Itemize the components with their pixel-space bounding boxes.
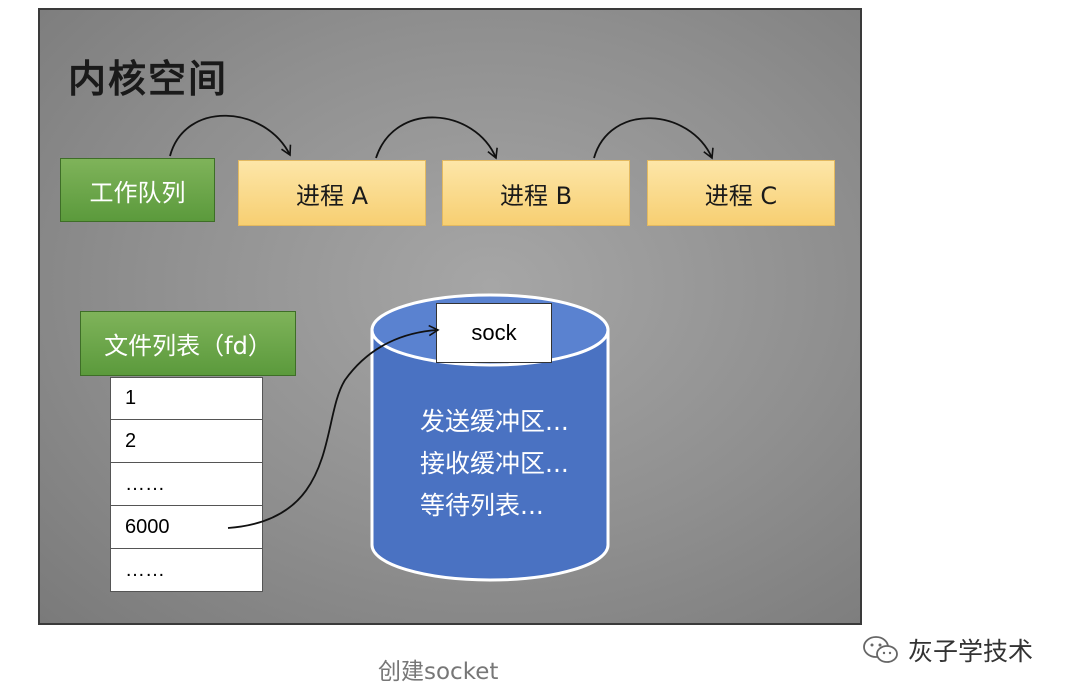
arrow-a-to-b — [375, 116, 498, 160]
work-queue-box: 工作队列 — [60, 158, 215, 222]
figure-caption: 创建socket — [378, 659, 499, 685]
fd-table-header: 文件列表（fd） — [80, 311, 296, 376]
brand-watermark: 灰子学技术 — [862, 632, 1033, 668]
fd-row: 2 — [110, 420, 263, 463]
socket-cylinder-body — [370, 328, 610, 582]
send-buffer-label: 发送缓冲区... — [420, 407, 569, 436]
arrow-b-to-c — [593, 117, 714, 160]
sock-box: sock — [436, 303, 552, 363]
wechat-icon — [863, 636, 898, 663]
kernel-space-title: 内核空间 — [68, 57, 229, 101]
process-b-box: 进程 B — [442, 160, 630, 226]
arrow-fd-to-sock — [227, 324, 440, 529]
process-c-box: 进程 C — [647, 160, 835, 226]
fd-row: …… — [110, 463, 263, 506]
process-a-box: 进程 A — [238, 160, 426, 226]
wait-list-label: 等待列表... — [420, 491, 544, 520]
brand-name: 灰子学技术 — [908, 637, 1034, 666]
fd-row: …… — [110, 549, 263, 592]
fd-table: 1 2 …… 6000 …… — [110, 377, 263, 592]
arrow-queue-to-a — [169, 114, 292, 157]
receive-buffer-label: 接收缓冲区... — [420, 449, 569, 478]
fd-row: 1 — [110, 377, 263, 420]
